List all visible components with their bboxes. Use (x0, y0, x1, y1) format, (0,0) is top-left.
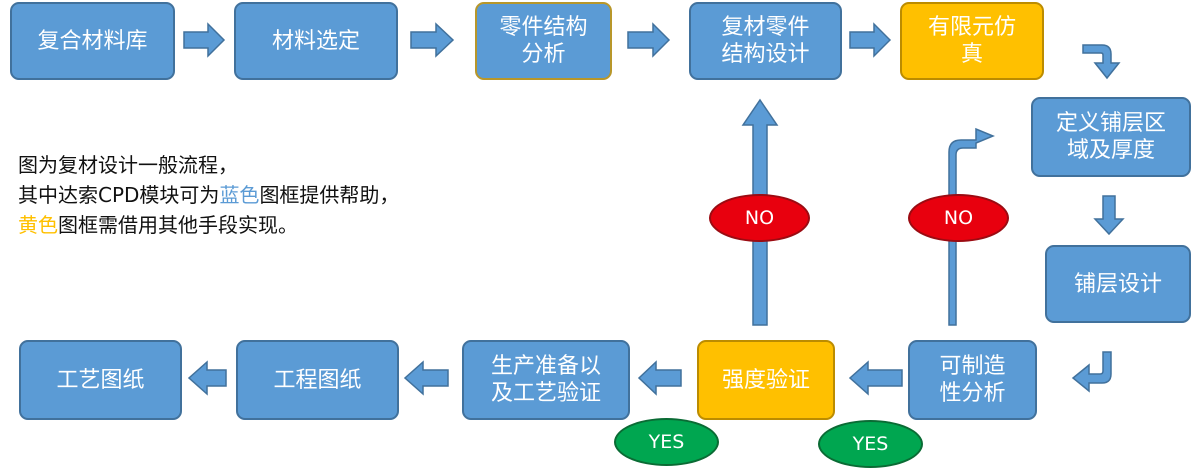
arrow-right-icon (410, 22, 455, 58)
arrow-right-icon (627, 22, 671, 58)
note-line-1: 图为复材设计一般流程， (18, 153, 238, 177)
node-fea-simulation: 有限元仿 真 (900, 2, 1044, 80)
bent-arrow-up-right-icon (948, 127, 995, 326)
node-composite-part-design: 复材零件 结构设计 (689, 2, 842, 80)
note-line-2-prefix: 其中达索CPD模块可为 (18, 183, 220, 207)
node-process-drawing: 工艺图纸 (19, 340, 182, 420)
note-yellow-keyword: 黄色 (18, 213, 58, 237)
note-line-3-suffix: 图框需借用其他手段实现。 (58, 213, 298, 237)
bent-arrow-left-icon (1071, 351, 1112, 393)
decision-no-left: NO (709, 194, 810, 242)
node-part-structure-analysis: 零件结构 分析 (475, 2, 612, 80)
note-blue-keyword: 蓝色 (219, 183, 260, 207)
node-material-selection: 材料选定 (234, 2, 398, 80)
arrow-right-icon (849, 22, 892, 58)
note-line-3: 黄色图框需借用其他手段实现。 (18, 210, 399, 240)
node-manufacturability-analysis: 可制造 性分析 (908, 340, 1037, 420)
bent-arrow-down-icon (1082, 44, 1121, 80)
node-production-prep: 生产准备以 及工艺验证 (462, 340, 630, 420)
node-strength-verification: 强度验证 (697, 340, 835, 420)
arrow-left-icon (187, 360, 227, 396)
node-composite-library: 复合材料库 (10, 2, 175, 80)
explanatory-note: 图为复材设计一般流程， 其中达索CPD模块可为蓝色图框提供帮助， 黄色图框需借用… (18, 150, 399, 240)
arrow-left-icon (403, 360, 449, 396)
arrow-down-icon (1093, 195, 1125, 236)
arrow-right-icon (183, 22, 226, 58)
node-ply-design: 铺层设计 (1045, 245, 1191, 323)
note-line-2: 其中达索CPD模块可为蓝色图框提供帮助， (18, 180, 399, 210)
arrow-left-icon (848, 360, 903, 396)
decision-no-right: NO (908, 194, 1009, 242)
node-define-ply-zones: 定义铺层区 域及厚度 (1031, 97, 1191, 177)
decision-yes-left: YES (614, 418, 719, 466)
node-engineering-drawing: 工程图纸 (236, 340, 399, 420)
decision-yes-right: YES (818, 420, 923, 468)
note-line-2-suffix: 图框提供帮助， (259, 183, 400, 207)
arrow-left-icon (637, 360, 682, 396)
